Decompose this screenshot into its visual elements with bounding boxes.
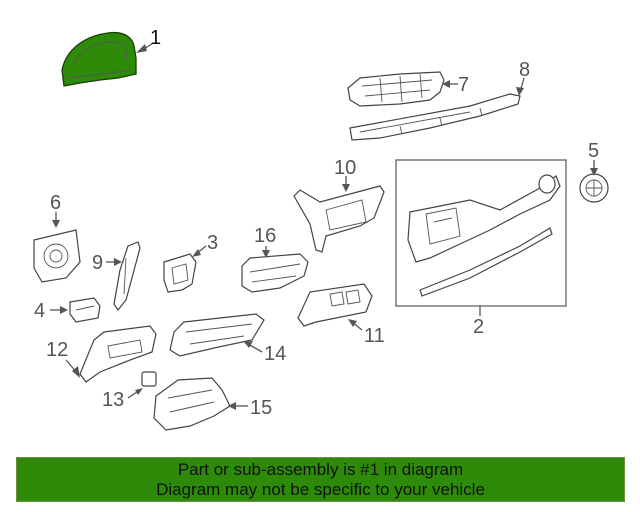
callout-10: 10 <box>334 157 356 179</box>
callout-5: 5 <box>588 140 599 162</box>
part-5[interactable] <box>579 173 609 203</box>
parts-diagram: 1 2 3 4 5 6 7 8 9 10 11 12 13 14 15 16 <box>33 27 609 431</box>
callout-6: 6 <box>50 192 61 214</box>
callout-14: 14 <box>264 343 286 365</box>
part-10[interactable] <box>293 185 385 253</box>
part-14[interactable] <box>169 313 265 357</box>
part-8[interactable] <box>349 93 521 141</box>
callout-1: 1 <box>150 27 161 49</box>
part-1-highlighted[interactable] <box>61 31 137 87</box>
callout-7: 7 <box>458 74 469 96</box>
part-15[interactable] <box>153 377 231 431</box>
callout-12: 12 <box>46 339 68 361</box>
part-3[interactable] <box>163 253 197 293</box>
part-12[interactable] <box>79 325 157 383</box>
callout-2: 2 <box>473 316 484 338</box>
notice-line-1: Part or sub-assembly is #1 in diagram <box>177 459 464 479</box>
callout-13: 13 <box>102 389 124 411</box>
callout-3: 3 <box>207 232 218 254</box>
callout-16: 16 <box>254 225 276 247</box>
callout-4: 4 <box>34 300 45 322</box>
fitment-notice-banner: Part or sub-assembly is #1 in diagram Di… <box>16 457 625 502</box>
part-16[interactable] <box>241 253 309 293</box>
part-7[interactable] <box>347 71 445 107</box>
callout-11: 11 <box>364 325 385 347</box>
part-11[interactable] <box>297 283 373 327</box>
part-6[interactable] <box>33 229 81 283</box>
callout-9: 9 <box>92 252 103 274</box>
notice-line-2: Diagram may not be specific to your vehi… <box>156 479 485 499</box>
callout-15: 15 <box>250 397 272 419</box>
part-2[interactable] <box>395 159 567 307</box>
part-13[interactable] <box>141 371 157 387</box>
part-9[interactable] <box>113 241 141 312</box>
callout-8: 8 <box>519 59 530 81</box>
part-4[interactable] <box>69 297 101 323</box>
